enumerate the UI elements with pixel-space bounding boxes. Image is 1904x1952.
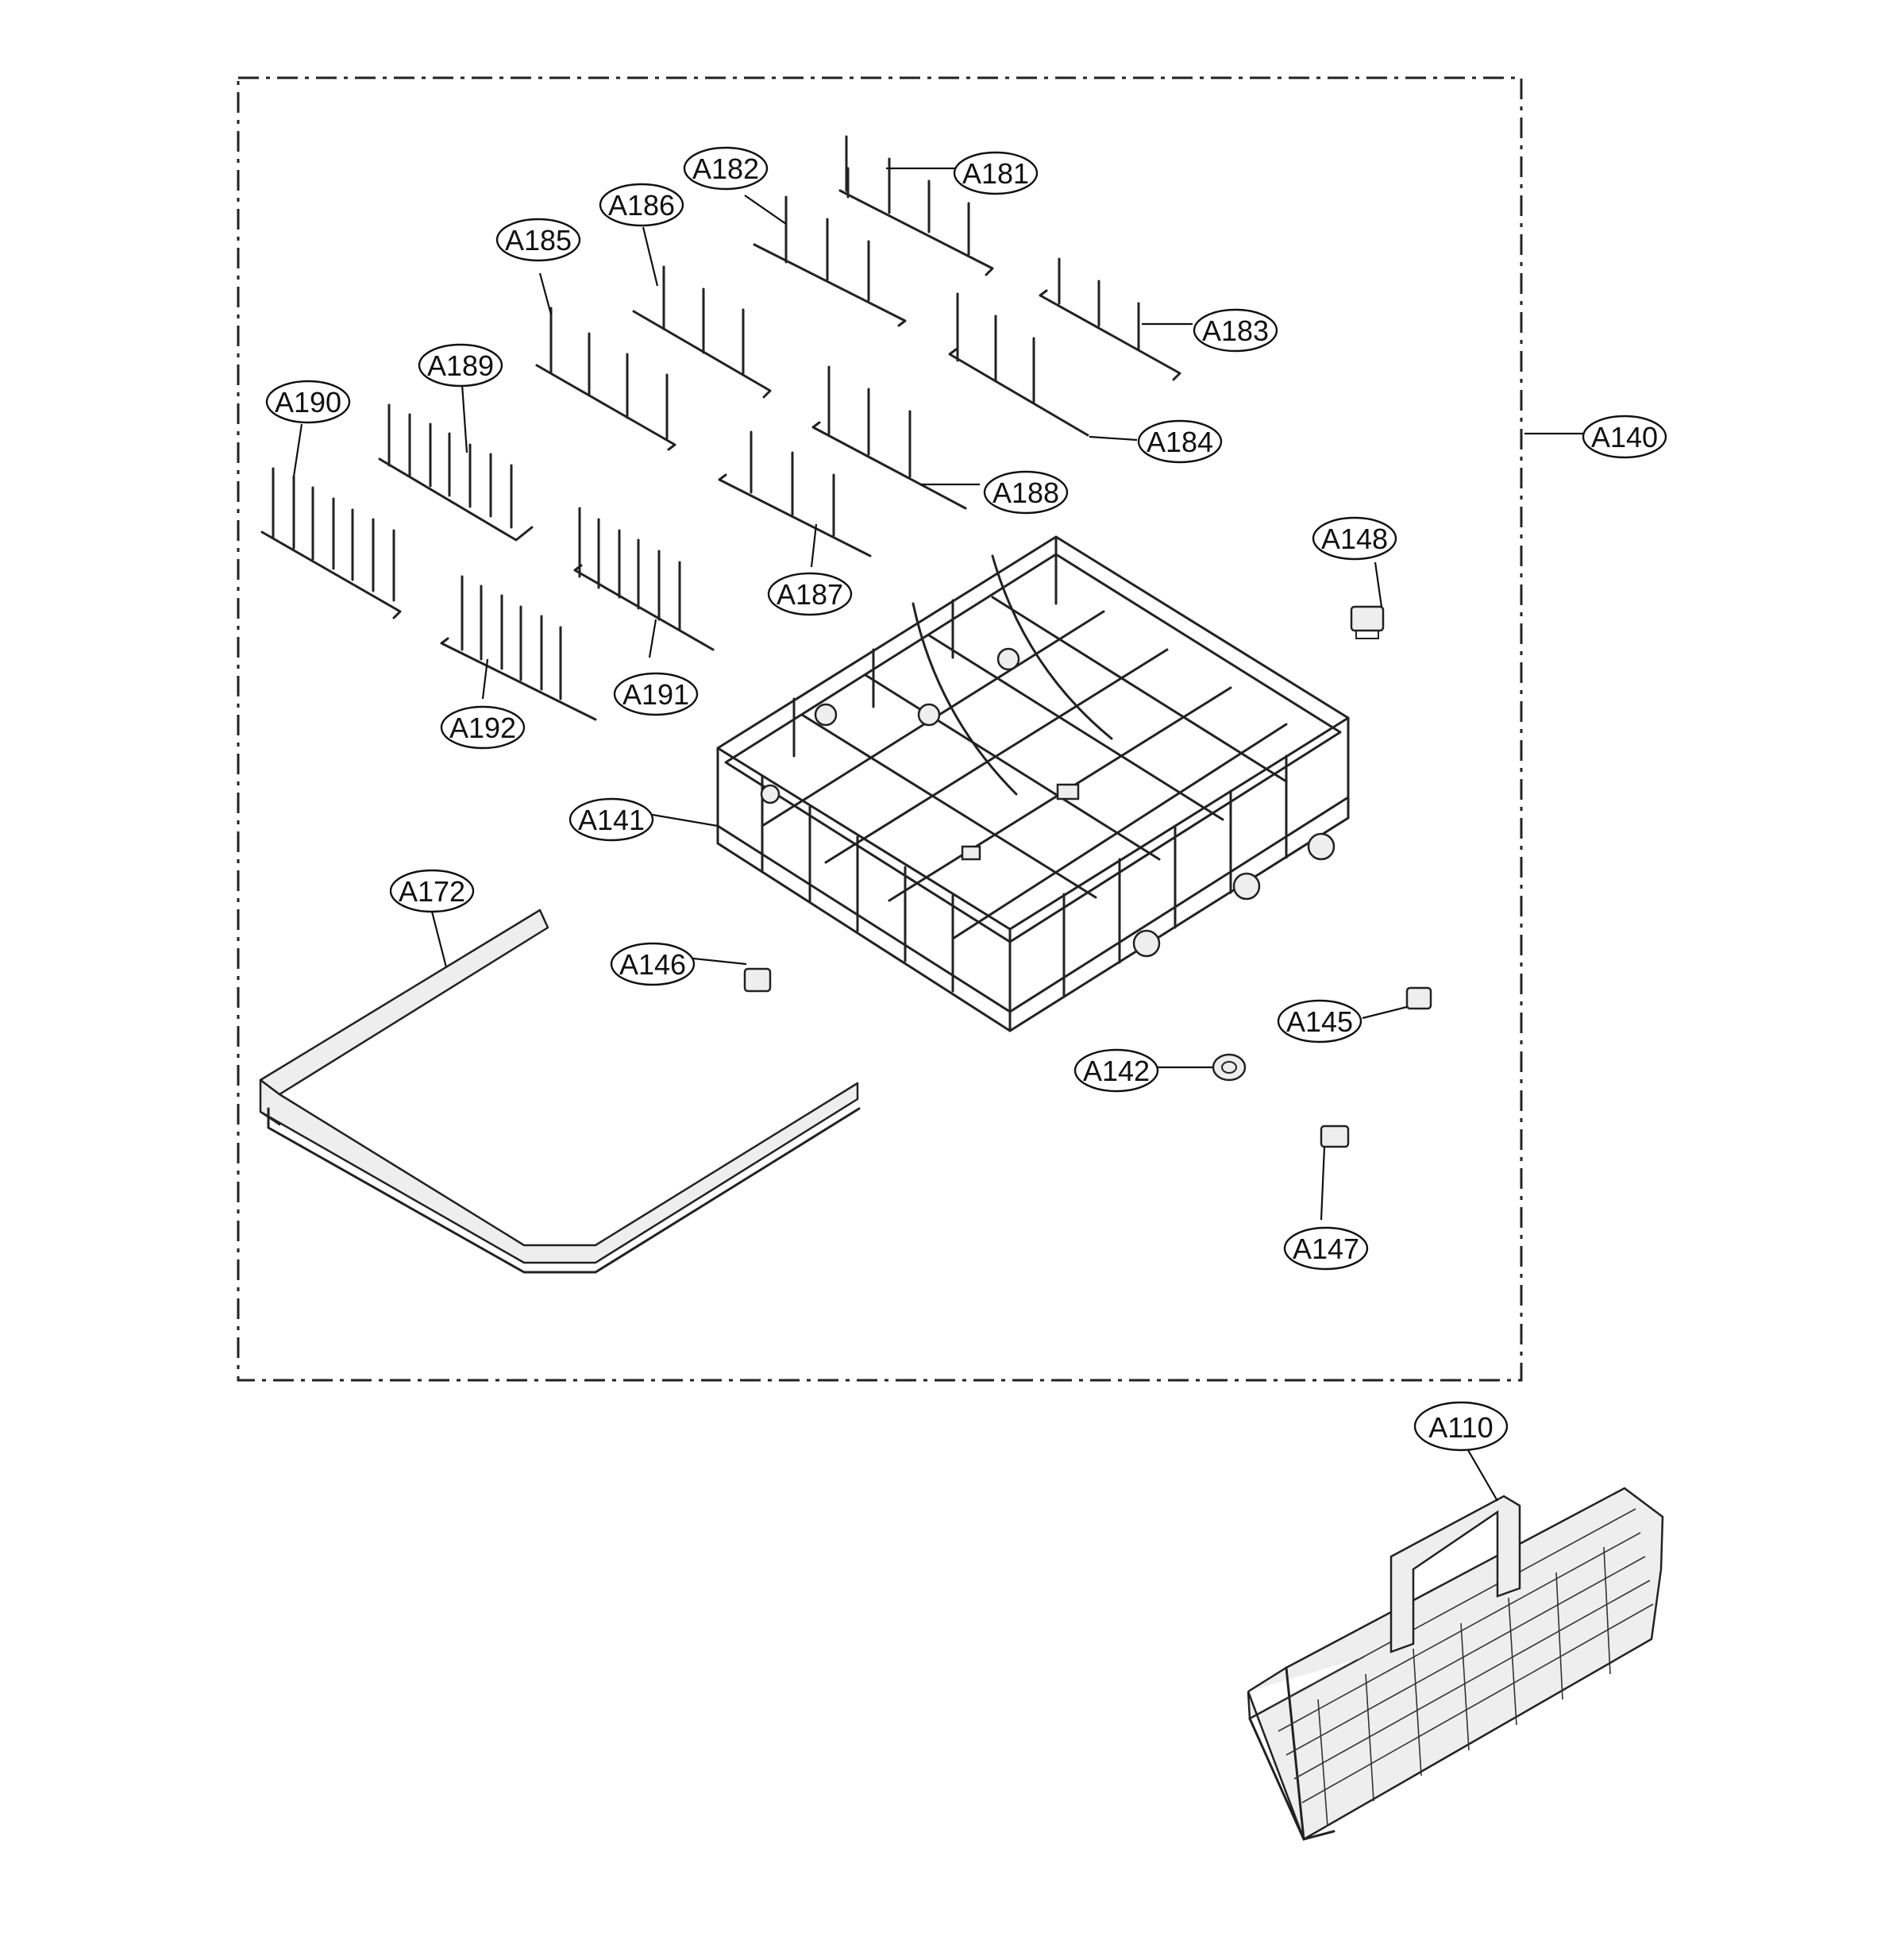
svg-text:A191: A191: [622, 678, 689, 711]
clip-a148: [1350, 605, 1385, 639]
assembly-boundary: [237, 76, 1523, 1382]
clip-a146: [743, 967, 772, 993]
svg-text:A147: A147: [1293, 1233, 1359, 1265]
svg-text:A186: A186: [608, 189, 675, 222]
svg-text:A189: A189: [427, 349, 494, 382]
label-a184: A184: [1137, 419, 1223, 464]
label-a191: A191: [613, 672, 699, 716]
tine-row-a192: [440, 575, 597, 721]
label-a172: A172: [389, 869, 475, 913]
svg-text:A187: A187: [777, 578, 843, 611]
label-a185: A185: [495, 218, 581, 262]
label-a183: A183: [1193, 308, 1278, 353]
tine-row-a188: [811, 365, 967, 510]
svg-text:A146: A146: [619, 948, 686, 981]
tine-row-a183: [1039, 257, 1181, 381]
svg-text:A145: A145: [1286, 1005, 1353, 1038]
label-a189: A189: [418, 343, 503, 388]
label-a140: A140: [1582, 415, 1667, 459]
label-a146: A146: [610, 942, 696, 986]
label-a190: A190: [265, 380, 351, 424]
label-a187: A187: [767, 572, 853, 616]
rail-a172: [259, 908, 861, 1274]
label-a142: A142: [1073, 1048, 1159, 1093]
svg-text:A192: A192: [449, 712, 516, 744]
svg-text:A172: A172: [399, 875, 465, 908]
label-a148: A148: [1312, 516, 1397, 561]
svg-text:A188: A188: [992, 476, 1059, 509]
label-a110: A110: [1413, 1401, 1509, 1452]
label-a188: A188: [983, 470, 1069, 515]
leader-lines: [292, 167, 1588, 1502]
svg-text:A183: A183: [1202, 314, 1269, 347]
tine-row-a187: [718, 430, 872, 557]
label-a141: A141: [569, 797, 654, 842]
clip-a145: [1405, 986, 1432, 1010]
label-a181: A181: [953, 151, 1039, 195]
tine-row-a191: [573, 507, 715, 651]
svg-text:A190: A190: [275, 386, 341, 419]
rack-wheels: [760, 647, 1335, 958]
wheel-a142: [1212, 1053, 1247, 1082]
svg-text:A182: A182: [692, 152, 759, 185]
tine-row-a190: [260, 467, 402, 619]
tine-row-a185: [535, 307, 676, 451]
svg-text:A110: A110: [1428, 1411, 1493, 1444]
label-a147: A147: [1283, 1226, 1369, 1271]
tine-row-a186: [632, 265, 772, 399]
svg-text:A141: A141: [578, 804, 645, 836]
svg-text:A148: A148: [1321, 523, 1388, 555]
svg-text:A142: A142: [1083, 1055, 1150, 1087]
clip-a147: [1320, 1125, 1350, 1148]
svg-text:A185: A185: [505, 224, 572, 257]
silverware-basket-a110: [1247, 1487, 1664, 1841]
svg-text:A184: A184: [1147, 426, 1213, 458]
svg-text:A140: A140: [1591, 421, 1658, 453]
label-a192: A192: [440, 705, 526, 750]
label-a145: A145: [1277, 999, 1362, 1044]
tine-row-a182: [753, 195, 907, 327]
svg-text:A181: A181: [962, 157, 1029, 190]
tine-row-a189: [378, 403, 534, 542]
tine-row-a184: [948, 292, 1089, 437]
label-a186: A186: [599, 183, 684, 227]
label-a182: A182: [683, 146, 769, 191]
